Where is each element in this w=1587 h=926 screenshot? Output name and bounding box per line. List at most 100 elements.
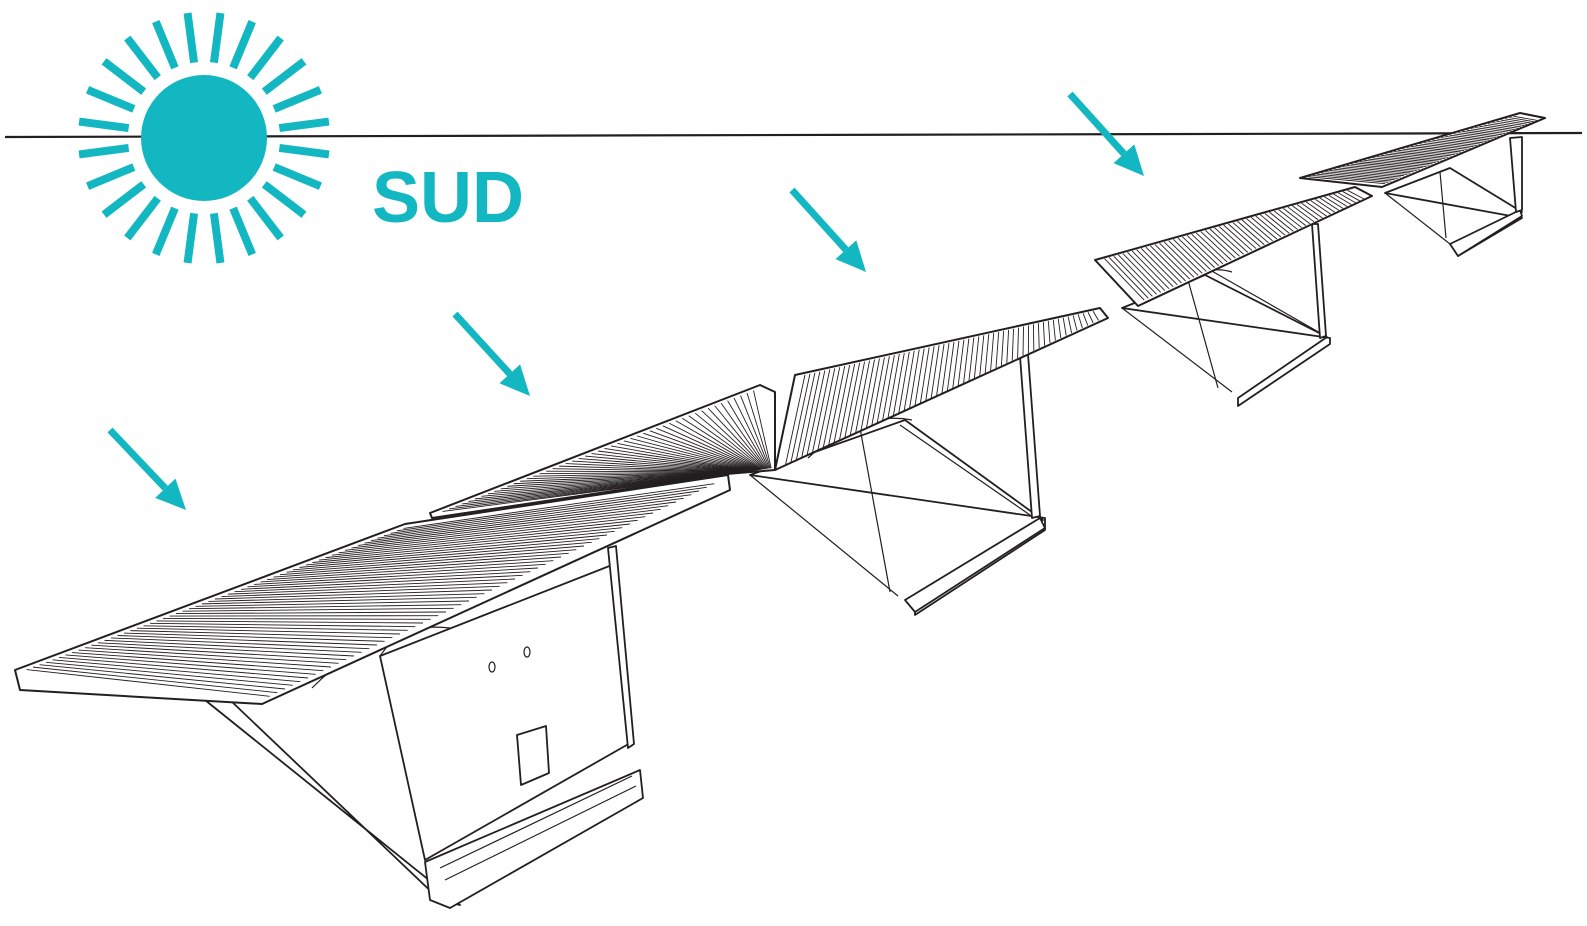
panel-hatch-line: [565, 463, 747, 473]
panel-hatch-line: [1072, 315, 1078, 331]
panel-hatch-line: [39, 664, 286, 690]
sun-ray: [278, 143, 330, 159]
panel-hatch-line: [1492, 122, 1522, 128]
panel-hatch-line: [1380, 154, 1439, 162]
panel-hatch-line: [914, 348, 925, 406]
panel-hatch-line: [1292, 205, 1315, 223]
panel-hatch-line: [1347, 189, 1365, 200]
panel-hatch-line: [65, 654, 316, 675]
panel-hatch-line: [1200, 231, 1232, 261]
unit-1-enclosure-side: [607, 545, 635, 749]
unit-3-box: [1121, 274, 1331, 407]
panel-hatch-line: [1470, 128, 1506, 134]
panel-hatch-line: [364, 505, 669, 544]
panel-hatch-line: [552, 468, 746, 473]
panel-hatch-line: [1342, 191, 1360, 202]
panel-hatch-line: [260, 563, 546, 583]
panel-hatch-line: [1453, 133, 1493, 140]
panel-hatch-line: [623, 440, 755, 471]
panel-hatch-line: [1255, 215, 1282, 238]
panel-hatch-line: [1368, 158, 1430, 166]
panel-hatch-line: [591, 453, 751, 472]
panel-hatch-line: [312, 534, 608, 563]
panel-hatch-line: [790, 373, 811, 464]
panel-hatch-line: [941, 342, 950, 394]
panel-hatch-line: [279, 552, 569, 576]
panel-hatch-line: [578, 458, 749, 472]
panel-hatch-line: [811, 369, 831, 454]
panel-hatch-line: [1264, 213, 1290, 234]
unit-1-base-tray: [424, 769, 644, 909]
panel-hatch-line: [286, 549, 577, 573]
panel-hatch-line: [828, 366, 846, 446]
panel-hatch-line: [1385, 153, 1443, 161]
panel-hatch-line: [1087, 312, 1094, 324]
sun-ray: [78, 117, 130, 133]
panel-hatch-line: [806, 370, 826, 456]
panel-hatch-line: [26, 669, 270, 697]
sun-ray: [124, 35, 161, 81]
panel-hatch-line: [1022, 326, 1024, 356]
sun-ray-arrows: [107, 91, 1144, 510]
panel-hatch-line: [604, 448, 752, 472]
panel-hatch-line: [669, 422, 761, 471]
panel-hatch-line: [1223, 224, 1253, 251]
sun-rays: [78, 12, 330, 264]
panel-hatch-line: [681, 417, 763, 470]
panel-hatch-line: [822, 367, 841, 449]
panel-hatch-line: [968, 337, 975, 381]
panel-hatch-line: [533, 471, 743, 477]
unit-1-indicator-left: [488, 661, 496, 673]
unit-4-side: [1509, 136, 1523, 213]
panel-hatch-line: [58, 656, 309, 679]
panel-hatch-line: [597, 450, 752, 472]
panel-hatch-line: [1310, 200, 1331, 215]
panel-hatch-line: [844, 362, 861, 439]
panel-hatch-line: [1232, 222, 1261, 247]
panel-hatch-line: [117, 635, 378, 646]
panel-hatch-line: [887, 353, 900, 419]
panel-hatch-line: [1159, 242, 1195, 278]
unit-1-access-hatch: [516, 725, 550, 786]
panel-hatch-line: [833, 364, 851, 444]
panel-hatch-line: [1092, 310, 1099, 321]
panel-hatch-line: [1296, 204, 1319, 221]
panel-hatch-line: [1496, 120, 1525, 127]
unit-4-panel-hatching: [1308, 115, 1537, 185]
panel-hatch-line: [876, 356, 890, 424]
panel-hatch-line: [675, 420, 762, 470]
panel-hatch-line: [188, 604, 462, 610]
panel-hatch-line: [1301, 202, 1323, 219]
panel-hatch-line: [182, 607, 454, 612]
panel-hatch-line: [1333, 193, 1352, 206]
panel-hatch-line: [701, 410, 765, 470]
panel-hatch-line: [240, 574, 523, 590]
panel-hatch-line: [208, 593, 485, 602]
panel-hatch-line: [1172, 239, 1207, 272]
panel-hatch-line: [957, 339, 965, 386]
panel-hatch-line: [1423, 142, 1471, 149]
panel-hatch-line: [1006, 329, 1010, 364]
panel-hatch-line: [305, 538, 600, 566]
panel-hatch-line: [1269, 211, 1294, 232]
panel-hatch-line: [1250, 217, 1278, 240]
sun-ray: [229, 20, 256, 70]
panel-hatch-line: [740, 395, 770, 469]
panel-hatch-line: [636, 435, 757, 471]
horizon-line: [4, 131, 1583, 139]
panel-hatch-line: [871, 357, 885, 426]
panel-hatch-line: [1037, 323, 1040, 349]
panel-hatch-line: [1355, 162, 1420, 170]
sun-ray: [101, 58, 147, 95]
panel-hatch-line: [1325, 171, 1398, 179]
panel-hatch-line: [1122, 253, 1162, 293]
panel-hatch-line: [1000, 330, 1005, 366]
panel-hatch-line: [1440, 137, 1484, 144]
sun-ray: [78, 143, 130, 159]
panel-hatch-line: [1458, 132, 1496, 138]
panel-hatch-line: [1319, 197, 1340, 211]
panel-hatch-line: [1445, 135, 1487, 142]
panel-hatch-line: [1324, 196, 1344, 209]
panel-hatch-line: [273, 556, 562, 578]
panel-hatch-line: [1321, 172, 1395, 181]
